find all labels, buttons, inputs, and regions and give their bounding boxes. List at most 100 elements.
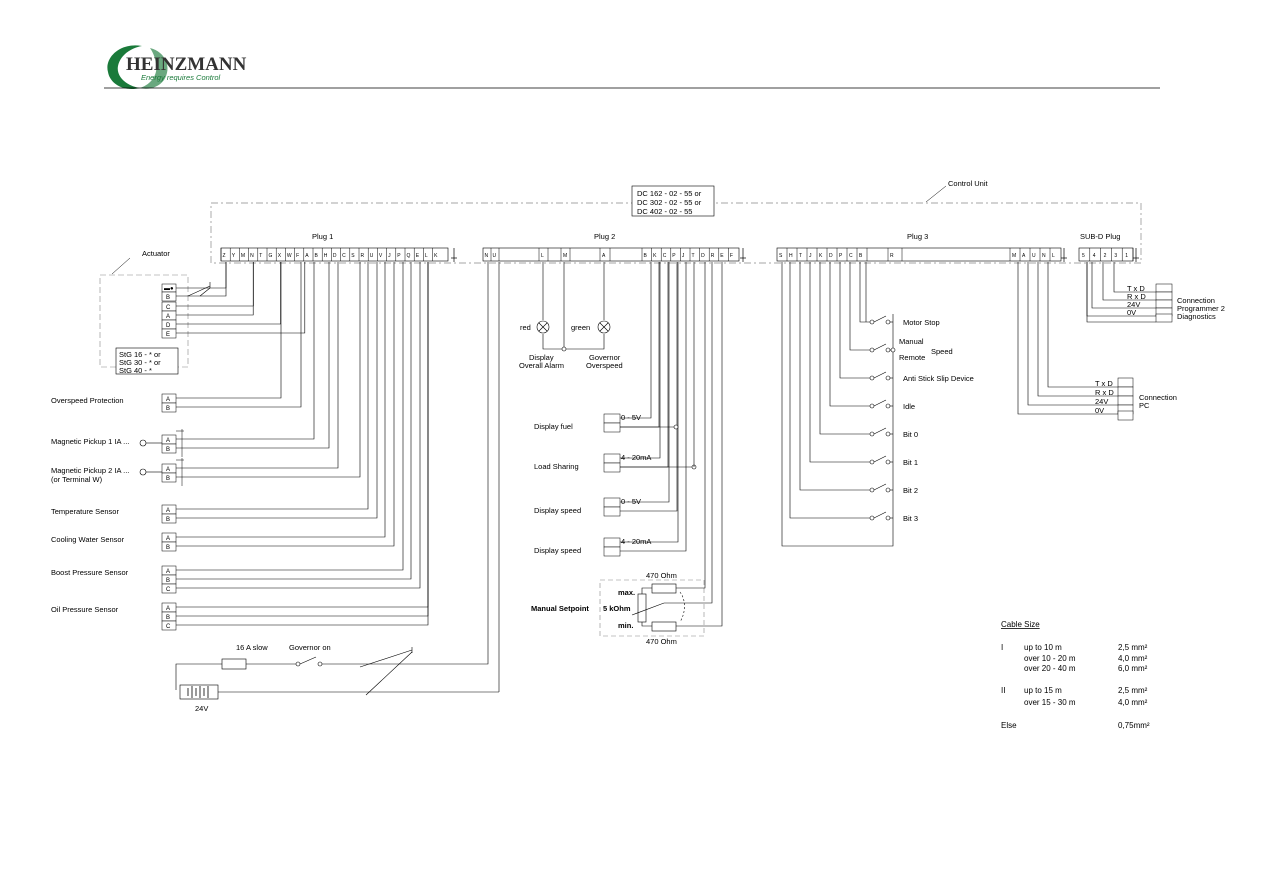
plug1-pin-6: X: [278, 253, 282, 259]
sensor-1-terminal-A: A: [166, 438, 170, 444]
sensor-4-terminal-A: A: [166, 536, 170, 542]
switch-label-7: Bit 3: [903, 514, 918, 523]
plug1-pin-9: A: [305, 253, 309, 259]
plug3-left-pin-2: T: [799, 253, 802, 259]
output-range-3: 4 - 20mA: [621, 537, 651, 546]
svg-text:▬●: ▬●: [164, 286, 174, 292]
ground-icon: [451, 248, 1139, 262]
cable-range-0: up to 10 m: [1024, 643, 1062, 652]
plug3-right-pin-3: N: [1042, 253, 1046, 259]
plug2-mid-pin-0: L: [541, 253, 544, 259]
sensor-label-5: Boost Pressure Sensor: [51, 568, 129, 577]
actuator-terminal-D: D: [166, 323, 171, 329]
cable-range-3: up to 15 m: [1024, 686, 1062, 695]
plug2-right-pin-2: C: [663, 253, 667, 259]
lamp-green-label: green: [571, 323, 590, 332]
plug2-right-pin-4: J: [682, 253, 685, 259]
battery-label: 24V: [195, 704, 208, 713]
output-label-2: Display speed: [534, 506, 581, 515]
plug1-pin-1: Y: [232, 253, 236, 259]
plug3-right-pin-4: L: [1052, 253, 1055, 259]
plug1-pin-15: R: [361, 253, 365, 259]
actuator-terminal-E: E: [166, 332, 170, 338]
model-line-2: DC 302 - 02 - 55 or: [637, 198, 702, 207]
programmer-signal-0: T x D: [1127, 284, 1145, 293]
brand-tagline: Energy requires Control: [141, 73, 221, 82]
sensor-label-0: Overspeed Protection: [51, 396, 124, 405]
plug2-right-pin-3: P: [672, 253, 676, 259]
actuator-model-3: StG 40 - *: [119, 366, 152, 375]
plug3-left-pin-5: D: [829, 253, 833, 259]
actuator-terminal-A: A: [166, 314, 170, 320]
setpoint-res-bottom: 470 Ohm: [646, 637, 677, 646]
pc-label-0: Connection: [1139, 393, 1177, 402]
setpoint-max: max.: [618, 588, 635, 597]
plug3-left-pin-8: B: [859, 253, 863, 259]
sensor-label-4: Cooling Water Sensor: [51, 535, 125, 544]
subd-pin-2: 2: [1104, 253, 1107, 259]
sensor-1-terminal-B: B: [166, 447, 170, 453]
sensor-5-terminal-C: C: [166, 587, 171, 593]
plug3-right-pin-1: A: [1022, 253, 1026, 259]
cable-group-5: Else: [1001, 721, 1017, 730]
plug2-mid-pin-1: M: [563, 253, 567, 259]
actuator-terminal-B: B: [166, 295, 170, 301]
sensor-6-terminal-A: A: [166, 606, 170, 612]
lamp-circuit: [536, 262, 611, 352]
plug3-left-pin-0: S: [779, 253, 783, 259]
sensor-5-terminal-B: B: [166, 578, 170, 584]
output-label-0: Display fuel: [534, 422, 573, 431]
plug1-pin-2: M: [241, 253, 245, 259]
plug1-pin-11: H: [324, 253, 328, 259]
plug2-pin-a: A: [602, 253, 606, 259]
sensor-0-terminal-A: A: [166, 397, 170, 403]
model-line-3: DC 402 - 02 - 55: [637, 207, 692, 216]
switch-label-2: Anti Stick Slip Device: [903, 374, 974, 383]
sensor-2-terminal-B: B: [166, 476, 170, 482]
output-label-3: Display speed: [534, 546, 581, 555]
sensor-sublabel-2: (or Terminal W): [51, 475, 103, 484]
plug2-strip: [482, 247, 740, 262]
plug1-wires: [176, 262, 429, 626]
plug3-title: Plug 3: [907, 232, 928, 241]
control-unit-model-box: [631, 185, 715, 217]
sensor-6-terminal-B: B: [166, 615, 170, 621]
setpoint-min: min.: [618, 621, 633, 630]
power-circuit: [175, 262, 500, 700]
plug1-title: Plug 1: [312, 232, 333, 241]
actuator-model-1: StG 16 - * or: [119, 350, 161, 359]
plug1-pin-22: L: [425, 253, 428, 259]
subd-pin-1: 4: [1093, 253, 1096, 259]
switch-extra2-1: Remote: [899, 353, 925, 362]
programmer-label-0: Connection: [1177, 296, 1215, 305]
model-line-1: DC 162 - 02 - 55 or: [637, 189, 702, 198]
battery-icon: [187, 686, 209, 698]
plug1-pin-16: U: [370, 253, 374, 259]
setpoint-pot: 5 kOhm: [603, 604, 631, 613]
heinzmann-logo: HEINZMANN Energy requires Control: [107, 45, 247, 90]
sensor-5-terminal-A: A: [166, 569, 170, 575]
lamp-green-caption-1: Governor: [589, 353, 621, 362]
output-range-2: 0 - 5V: [621, 497, 641, 506]
plug2-left-pin-1: U: [493, 253, 497, 259]
plug1-pin-7: W: [287, 253, 292, 259]
plug3-right-pin-0: M: [1012, 253, 1016, 259]
cable-range-4: over 15 - 30 m: [1024, 698, 1076, 707]
fuse-label: 16 A slow: [236, 643, 268, 652]
brand-name: HEINZMANN: [126, 54, 247, 75]
sensor-label-3: Temperature Sensor: [51, 507, 119, 516]
plug3-left-pin-7: C: [849, 253, 853, 259]
cable-size-2: 6,0 mm²: [1118, 664, 1148, 673]
actuator-model-2: StG 30 - * or: [119, 358, 161, 367]
switch-label-5: Bit 1: [903, 458, 918, 467]
switch-label-4: Bit 0: [903, 430, 918, 439]
plug3-left-pin-3: J: [809, 253, 812, 259]
